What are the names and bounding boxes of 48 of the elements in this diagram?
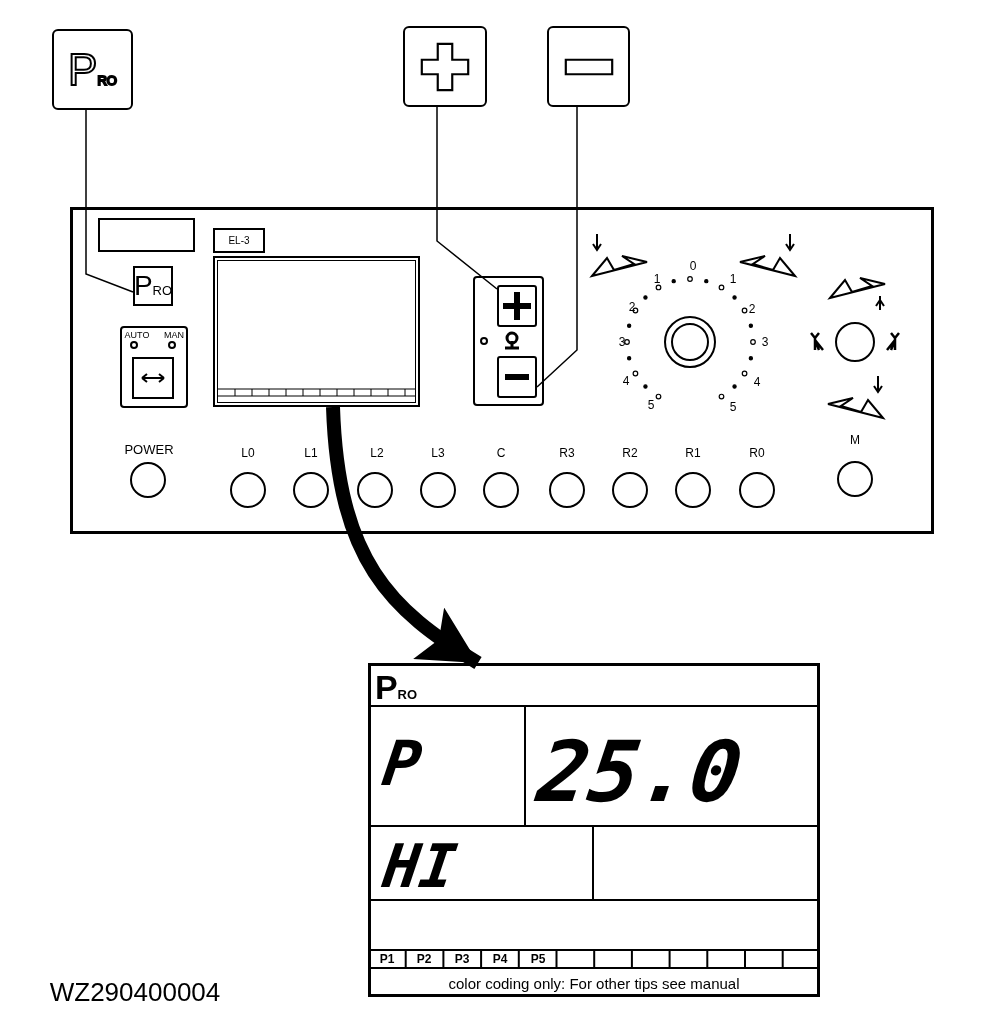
dial-number: 0: [689, 260, 697, 272]
leader-line: [85, 109, 134, 293]
dial-number: 4: [622, 375, 630, 387]
plus-key: [497, 285, 537, 327]
minus-key: [497, 356, 537, 398]
segment-readout: HI: [379, 836, 461, 896]
display-screen: [213, 256, 420, 407]
switch-label: MAN: [164, 330, 184, 340]
button-label: L3: [431, 447, 445, 459]
leader-line: [436, 106, 498, 290]
button-label: L2: [370, 447, 384, 459]
dial-number: 3: [618, 336, 626, 348]
segment-readout: 25.0: [532, 730, 748, 814]
leader-line: [536, 106, 578, 388]
button-label: L1: [304, 447, 318, 459]
dial-number: 1: [729, 273, 737, 285]
display-screen: [368, 663, 820, 997]
dial-number: 3: [761, 336, 769, 348]
button-label: POWER: [124, 442, 174, 456]
button-label: R3: [559, 447, 575, 459]
plus-key: [403, 26, 487, 107]
curved-arrow: [326, 406, 482, 669]
control-panel: [70, 207, 934, 534]
preset-label: P5: [530, 953, 546, 965]
switch-label: AUTO: [124, 330, 150, 340]
minus-key: [547, 26, 630, 107]
button-label: R2: [622, 447, 638, 459]
button-label: L0: [241, 447, 255, 459]
button-label: R1: [685, 447, 701, 459]
model-tag: EL-3: [213, 228, 265, 253]
dial-number: 2: [748, 303, 756, 315]
adjust-key-panel: [473, 276, 544, 406]
dial-number: 1: [653, 273, 661, 285]
segment-readout: P: [379, 733, 425, 795]
dial-number: 2: [628, 301, 636, 313]
dial-number: 4: [753, 376, 761, 388]
dial-number: 5: [647, 399, 655, 411]
button-label: C: [496, 447, 506, 459]
button-label: R0: [749, 447, 765, 459]
preset-label: P3: [454, 953, 470, 965]
figure-code: WZ290400004: [49, 979, 221, 1005]
blank-label-plate: [98, 218, 195, 252]
preset-label: P4: [492, 953, 508, 965]
button-label: M: [850, 434, 860, 446]
preset-label: P1: [379, 953, 395, 965]
dial-number: 5: [729, 401, 737, 413]
preset-label: P2: [416, 953, 432, 965]
footer-note: color coding only: For other tips see manual: [448, 975, 740, 991]
